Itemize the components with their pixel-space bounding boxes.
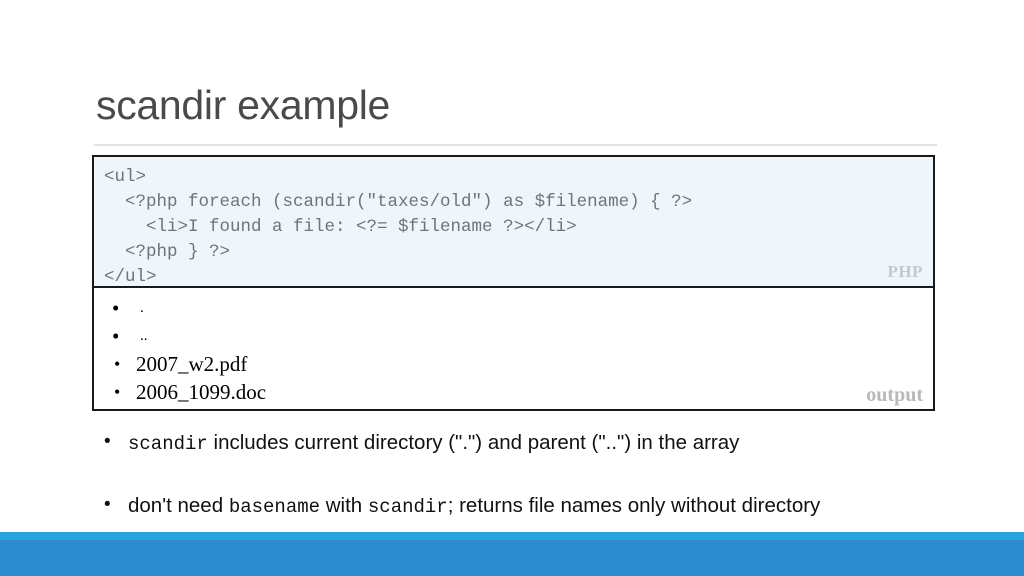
inline-code: scandir xyxy=(367,496,448,518)
code-line: <?php foreach (scandir("taxes/old") as $… xyxy=(104,192,693,212)
list-item: 2007_w2.pdf xyxy=(104,350,923,378)
list-item: .. xyxy=(104,322,923,350)
note-bullet: don't need basename with scandir; return… xyxy=(96,492,956,520)
inline-code: basename xyxy=(228,496,321,518)
output-list: . .. 2007_w2.pdf 2006_1099.doc xyxy=(104,294,923,406)
list-item: . xyxy=(104,294,923,322)
language-badge: PHP xyxy=(887,262,923,281)
code-line: <ul> xyxy=(104,167,147,187)
php-code-block: <ul> <?php foreach (scandir("taxes/old")… xyxy=(94,157,933,288)
accent-bar-main xyxy=(0,540,1024,576)
list-item: 2006_1099.doc xyxy=(104,378,923,406)
note-text: ; returns file names only without direct… xyxy=(447,494,821,517)
code-line: <li>I found a file: <?= $filename ?></li… xyxy=(104,217,577,237)
note-bullet: scandir includes current directory (".")… xyxy=(96,429,956,457)
page-title: scandir example xyxy=(96,82,391,128)
code-line: </ul> xyxy=(104,267,157,287)
accent-bar-light xyxy=(0,532,1024,540)
inline-code: scandir xyxy=(128,433,208,455)
code-line: <?php } ?> xyxy=(104,242,231,262)
output-badge: output xyxy=(866,384,923,406)
code-output-stack: <ul> <?php foreach (scandir("taxes/old")… xyxy=(92,155,935,411)
note-text: includes current directory (".") and par… xyxy=(207,431,740,454)
output-block: . .. 2007_w2.pdf 2006_1099.doc output xyxy=(94,288,933,409)
note-text: don't need xyxy=(128,494,229,517)
notes-list: scandir includes current directory (".")… xyxy=(96,429,956,556)
title-divider xyxy=(94,144,937,146)
note-text: with xyxy=(320,494,368,517)
